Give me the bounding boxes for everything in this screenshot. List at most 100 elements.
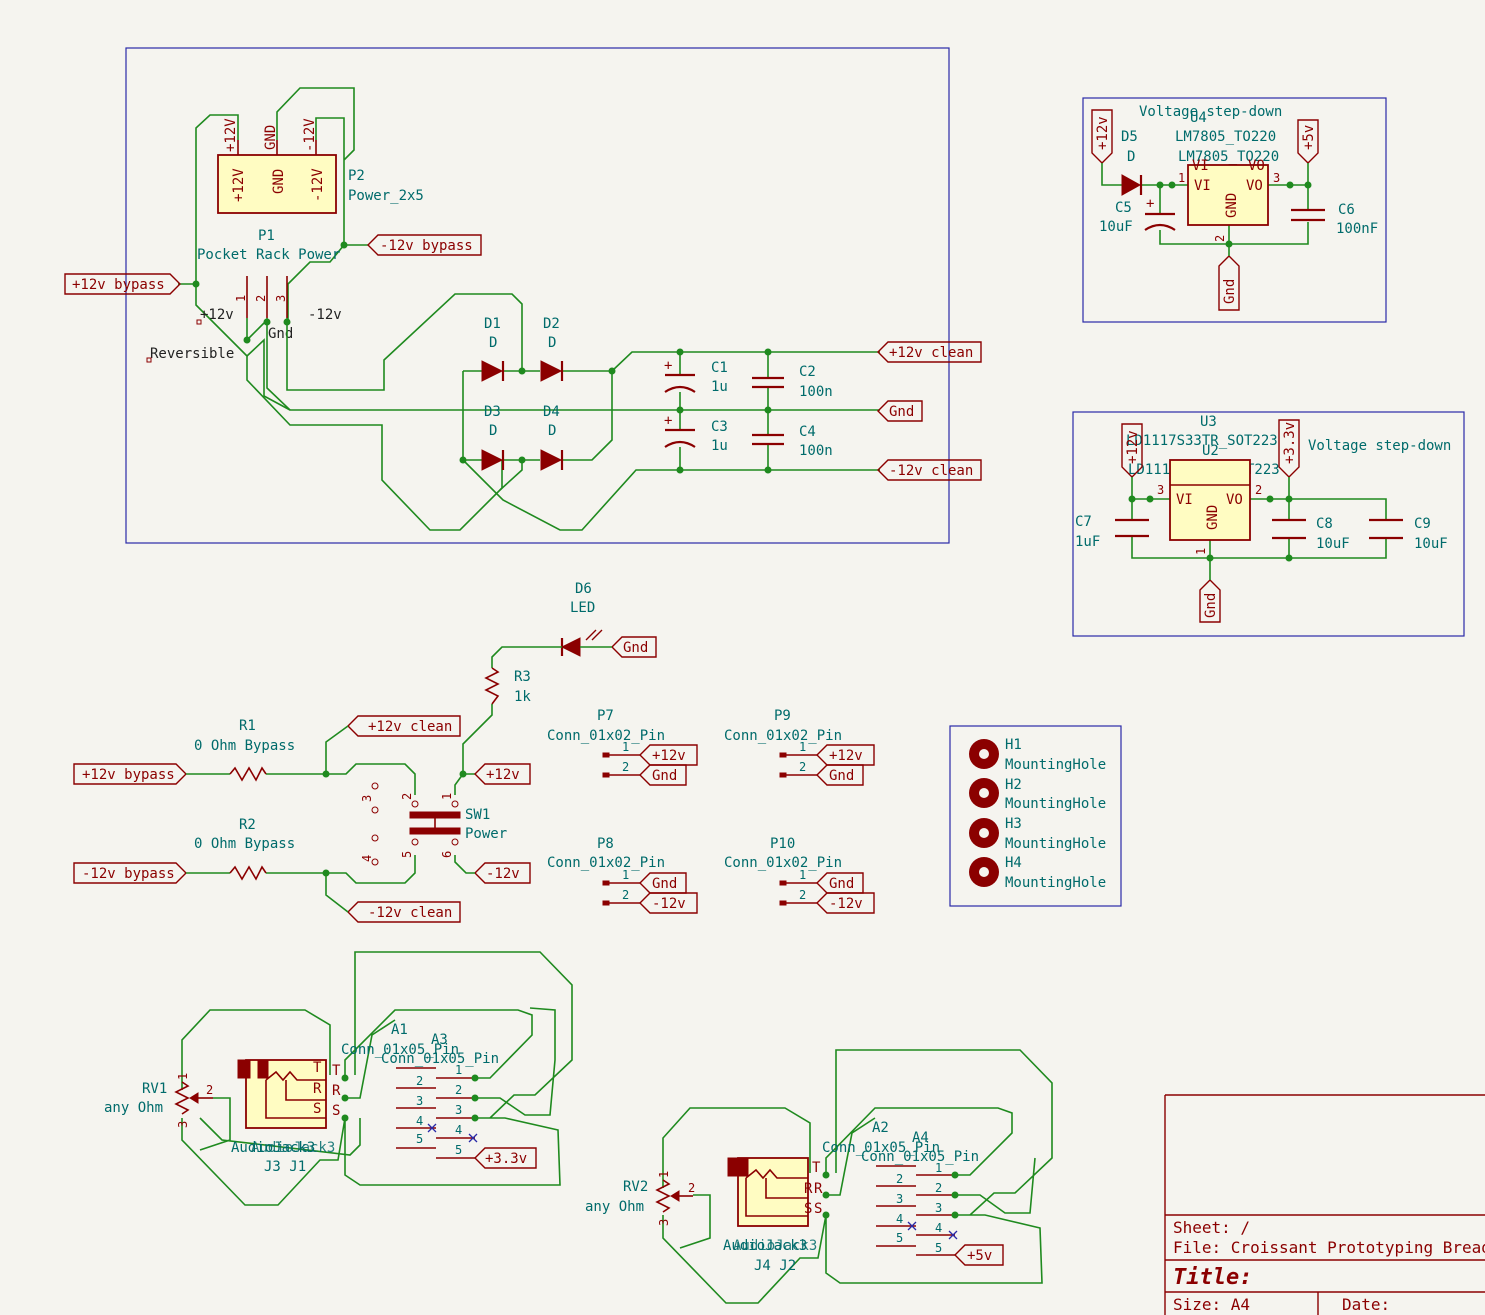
c1-value: 1u [711,379,728,395]
label-sw-p12[interactable]: +12v [474,763,531,785]
d1-ref: D1 [484,316,501,332]
d6-led[interactable] [560,629,603,657]
label-p12-bypass[interactable]: +12v bypass [64,273,181,295]
label-gnd[interactable]: Gnd [877,400,923,422]
r1-ref: R1 [239,718,256,734]
audio-jack-j2[interactable]: T R R S S [727,1157,823,1227]
filter-caps[interactable]: ++ [664,352,784,470]
d6-ref: D6 [575,581,592,597]
label-m12-clean[interactable]: -12v clean [877,459,982,481]
conn-p10[interactable]: P10 Conn_01x02_Pin 12 Gnd -12v [724,836,875,914]
svg-text:MountingHole: MountingHole [1005,836,1106,852]
svg-text:3: 3 [360,795,374,802]
svg-text:R: R [332,1083,341,1099]
conn-p8[interactable]: P8 Conn_01x02_Pin 12 Gnd -12v [547,836,698,914]
d3-value: D [489,423,497,439]
svg-text:1: 1 [455,1063,462,1077]
svg-text:3: 3 [935,1201,942,1215]
d6-value: LED [570,600,595,616]
label-a3-p33[interactable]: +3.3v [474,1147,537,1169]
r3-value: 1k [514,689,531,705]
svg-text:VI: VI [1194,178,1211,194]
label-reg33-p33[interactable]: +3.3v [1278,419,1300,478]
j1-ref: J3 J1 [264,1159,306,1175]
reg33-title: Voltage step-down [1308,438,1451,454]
c5-plus: + [1146,196,1154,212]
svg-text:2: 2 [206,1083,213,1097]
reversible-label: Reversible [150,346,234,362]
svg-text:1: 1 [1194,548,1208,555]
a2-ref: A2 [872,1120,889,1136]
c2-ref: C2 [799,364,816,380]
p2-value: Power_2x5 [348,188,424,204]
j2-value: AudioJack3 [723,1238,807,1254]
audio-jack-j1[interactable]: T R S T R S [237,1059,341,1129]
svg-text:S: S [332,1103,340,1119]
label-p12-clean-2[interactable]: +12v clean [347,715,461,737]
label-p12-clean[interactable]: +12v clean [877,341,982,363]
c9-value: 10uF [1414,536,1448,552]
svg-text:+12v bypass: +12v bypass [82,767,175,783]
c3-ref: C3 [711,419,728,435]
label-sw-m12[interactable]: -12v [474,862,531,884]
diode-bridge[interactable] [462,360,613,471]
label-m12-bypass-2[interactable]: -12v bypass [73,862,187,884]
rv1-potentiometer[interactable]: 1 3 2 [174,1073,213,1128]
svg-text:+12v: +12v [829,748,863,764]
label-a4-p5[interactable]: +5v [954,1244,1004,1266]
svg-text:Conn_01x02_Pin: Conn_01x02_Pin [547,855,665,871]
label-reg5-p5[interactable]: +5v [1297,119,1319,164]
d1-value: D [489,335,497,351]
svg-text:Conn_01x02_Pin: Conn_01x02_Pin [724,728,842,744]
c9-ref: C9 [1414,516,1431,532]
svg-text:Conn_01x02_Pin: Conn_01x02_Pin [547,728,665,744]
svg-text:+12v: +12v [652,748,686,764]
a2-value: Conn_01x05_Pin [822,1140,940,1156]
label-reg5-gnd[interactable]: Gnd [1218,255,1240,311]
svg-text:MountingHole: MountingHole [1005,875,1106,891]
svg-text:VO: VO [1226,492,1243,508]
label-reg33-gnd[interactable]: Gnd [1199,579,1221,623]
label-m12-bypass-top[interactable]: -12v bypass [367,234,482,256]
label-p12-bypass-2[interactable]: +12v bypass [73,763,187,785]
svg-text:Gnd: Gnd [1222,279,1238,304]
svg-text:4: 4 [896,1212,903,1226]
j2-ref: J4 J2 [754,1258,796,1274]
conn-p9[interactable]: P9 Conn_01x02_Pin 12 +12v Gnd [724,708,875,786]
svg-text:-12v: -12v [486,866,520,882]
svg-text:5: 5 [416,1132,423,1146]
svg-text:T: T [313,1060,322,1076]
svg-text:1: 1 [622,868,629,882]
rv1-ref: RV1 [142,1081,167,1097]
label-reg5-p12[interactable]: +12v [1091,109,1113,164]
label-m12-clean-2[interactable]: -12v clean [347,901,461,923]
svg-text:P8: P8 [597,836,614,852]
svg-text:4: 4 [360,855,374,862]
label-led-gnd[interactable]: Gnd [611,636,657,658]
p1-header[interactable]: 1 2 3 [234,276,288,318]
svg-text:T: T [332,1063,341,1079]
p2-power-connector[interactable]: +12V GND -12V +12V GND -12V [217,118,337,214]
u4-regulator[interactable]: VI VO GND VO VI 1 3 2 [1178,158,1280,242]
sw1-switch[interactable]: 1 2 3 4 5 6 [360,782,461,866]
svg-text:R: R [804,1181,813,1197]
rv2-potentiometer[interactable]: 1 3 2 [655,1171,695,1226]
p1-label-gnd: Gnd [268,326,293,342]
svg-text:6: 6 [440,851,454,858]
u3-ref: U3 [1200,414,1217,430]
conn-p7[interactable]: P7 Conn_01x02_Pin 12 +12v Gnd [547,708,698,786]
svg-text:+12v: +12v [486,767,520,783]
svg-text:Gnd: Gnd [829,768,854,784]
label-reg33-p12[interactable]: +12v [1121,423,1143,478]
sw1-value: Power [465,826,507,842]
svg-text:R: R [814,1181,823,1197]
svg-text:Gnd: Gnd [829,876,854,892]
svg-text:3: 3 [1157,483,1164,497]
u3-regulator[interactable]: VI VO GND 3 2 1 [1157,459,1262,555]
